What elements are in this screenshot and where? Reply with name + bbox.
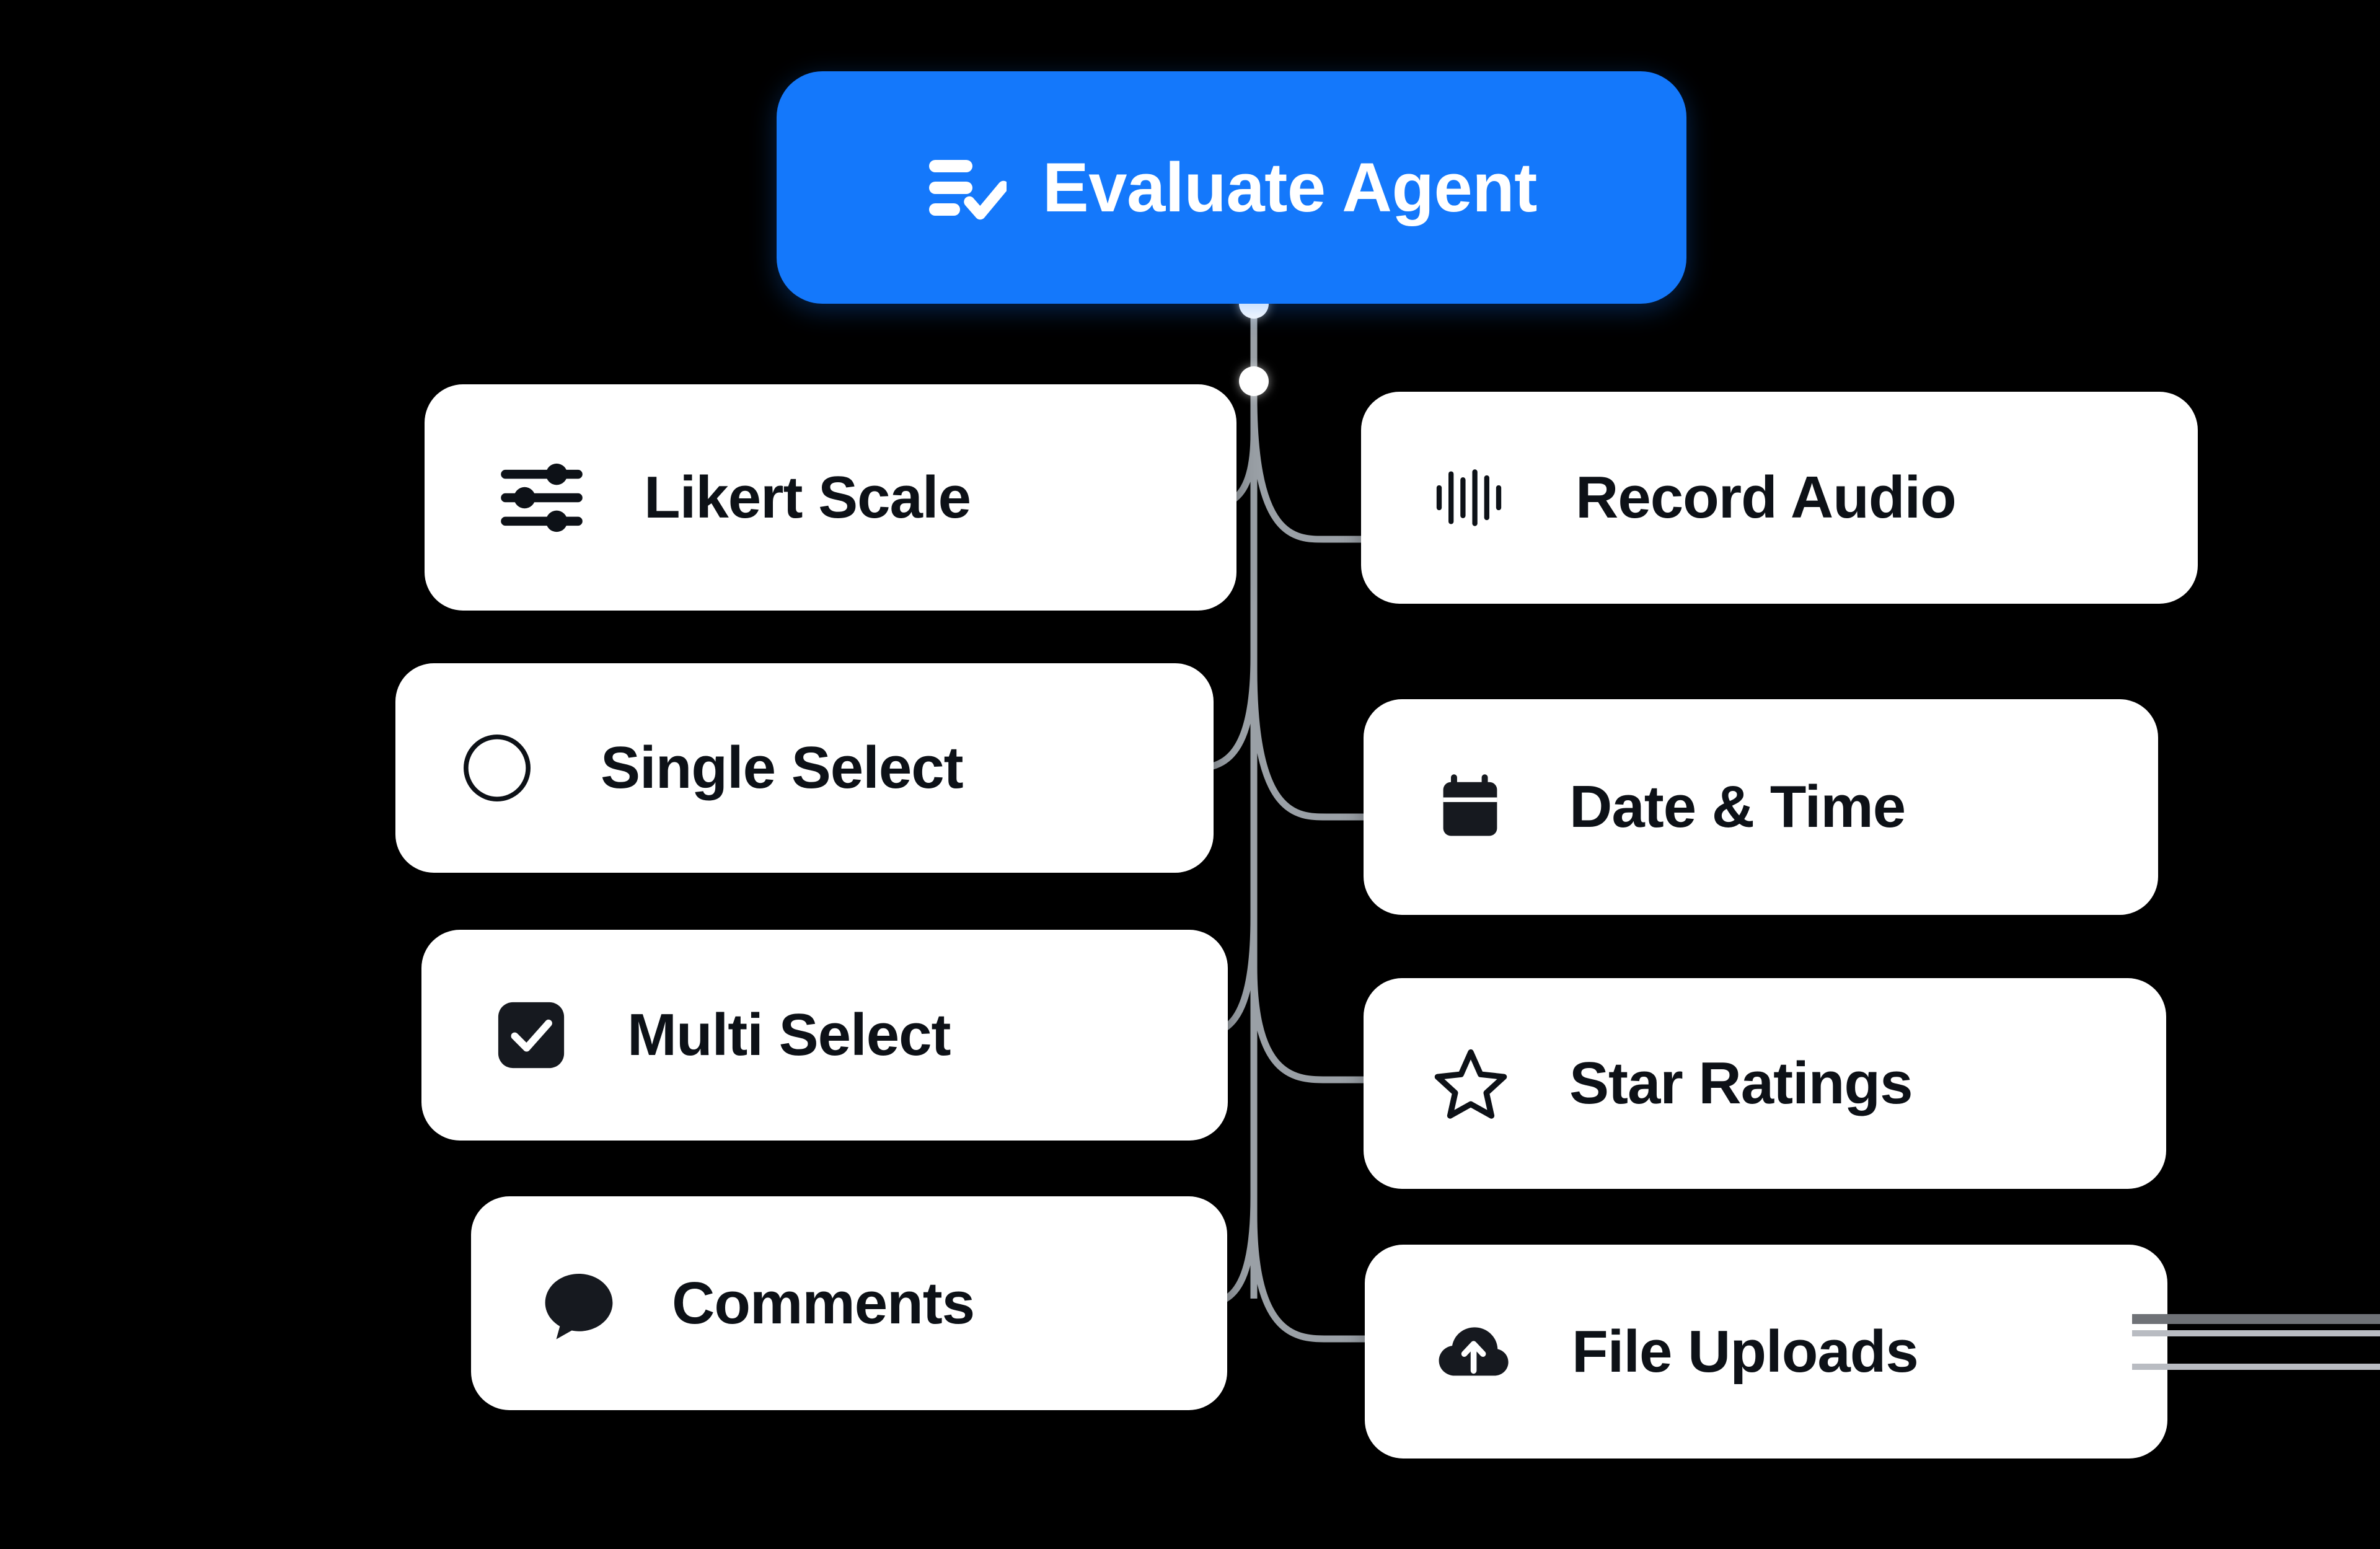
branch-date [1250, 669, 1364, 821]
audio-waveform-icon [1429, 458, 1509, 537]
branch-star [1250, 966, 1364, 1083]
card-multi-select[interactable]: Multi Select [421, 930, 1228, 1141]
card-file-uploads[interactable]: File Uploads [1365, 1245, 2167, 1459]
card-record-audio[interactable]: Record Audio [1361, 392, 2198, 604]
cloud-upload-icon [1433, 1312, 1512, 1392]
card-label: Star Ratings [1569, 1050, 1913, 1116]
card-label: Date & Time [1569, 774, 1906, 840]
rail-line-1 [2132, 1314, 2380, 1324]
checkbox-checked-icon [495, 999, 568, 1072]
sliders-icon [499, 459, 584, 536]
star-outline-icon [1432, 1044, 1510, 1123]
card-label: File Uploads [1572, 1318, 1919, 1385]
card-label: Single Select [601, 735, 964, 801]
rail-line-3 [2132, 1364, 2380, 1370]
card-label: Comments [672, 1269, 975, 1336]
rail-line-2 [2132, 1330, 2380, 1336]
radio-circle-icon [461, 731, 534, 805]
root-node-label: Evaluate Agent [1042, 148, 1537, 226]
card-comments[interactable]: Comments [471, 1196, 1227, 1410]
card-label: Likert Scale [644, 464, 971, 531]
list-check-icon [929, 159, 1007, 219]
branch-upload [1250, 1214, 1365, 1343]
card-label: Multi Select [627, 1002, 951, 1068]
card-star-ratings[interactable]: Star Ratings [1364, 978, 2166, 1189]
card-label: Record Audio [1576, 464, 1957, 531]
branch-record [1250, 396, 1361, 543]
card-date-time[interactable]: Date & Time [1364, 699, 2158, 915]
speech-bubble-icon [539, 1264, 619, 1343]
root-node-evaluate-agent[interactable]: Evaluate Agent [777, 71, 1686, 304]
trunk-junction-handle[interactable] [1239, 366, 1269, 396]
calendar-icon [1432, 769, 1509, 845]
card-single-select[interactable]: Single Select [395, 663, 1214, 873]
card-likert-scale[interactable]: Likert Scale [425, 384, 1236, 611]
